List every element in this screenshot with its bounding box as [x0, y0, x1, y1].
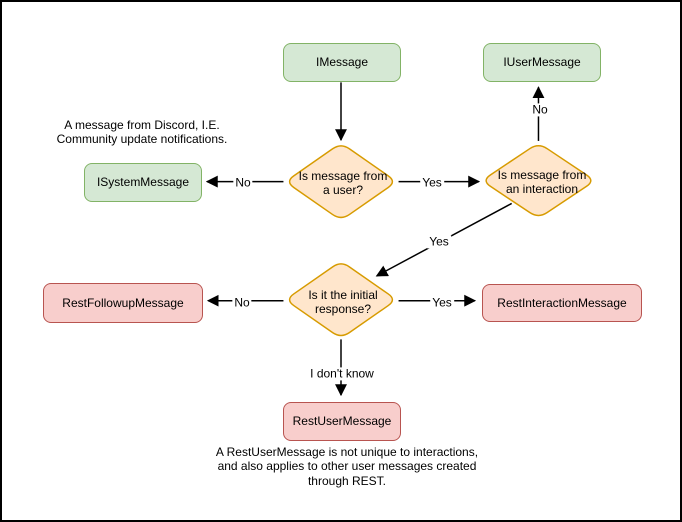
- decision-shape-from-user: [288, 145, 394, 219]
- node-imessage: IMessage: [283, 43, 401, 82]
- edge-label-no-user: No: [530, 102, 550, 117]
- node-isystemmessage-label: ISystemMessage: [96, 175, 190, 190]
- node-restusermessage-label: RestUserMessage: [292, 414, 392, 429]
- node-restfollowupmessage-label: RestFollowupMessage: [62, 295, 184, 310]
- edge-label-no-system: No: [233, 175, 253, 190]
- node-isystemmessage: ISystemMessage: [84, 163, 202, 202]
- edge-label-no-followup: No: [232, 295, 252, 310]
- annotation-rest-user-message-note: A RestUserMessage is not unique to inter…: [215, 445, 479, 488]
- decision-shape-initial-response: [288, 263, 394, 337]
- node-restfollowupmessage: RestFollowupMessage: [43, 283, 203, 323]
- node-iusermessage: IUserMessage: [483, 43, 601, 82]
- edge-label-yes-interaction: Yes: [420, 175, 444, 190]
- decision-shape-from-interaction: [485, 144, 592, 217]
- edge-label-yes-initial: Yes: [427, 234, 451, 249]
- node-restinteractionmessage: RestInteractionMessage: [482, 284, 642, 322]
- annotation-system-message-note: A message from Discord, I.E. Community u…: [56, 118, 228, 147]
- edge-label-yes-restinteraction: Yes: [430, 295, 454, 310]
- edge-label-i-dont-know: I don't know: [308, 366, 376, 381]
- node-iusermessage-label: IUserMessage: [503, 55, 581, 70]
- node-restusermessage: RestUserMessage: [283, 402, 401, 441]
- node-imessage-label: IMessage: [315, 55, 369, 70]
- node-restinteractionmessage-label: RestInteractionMessage: [497, 295, 627, 310]
